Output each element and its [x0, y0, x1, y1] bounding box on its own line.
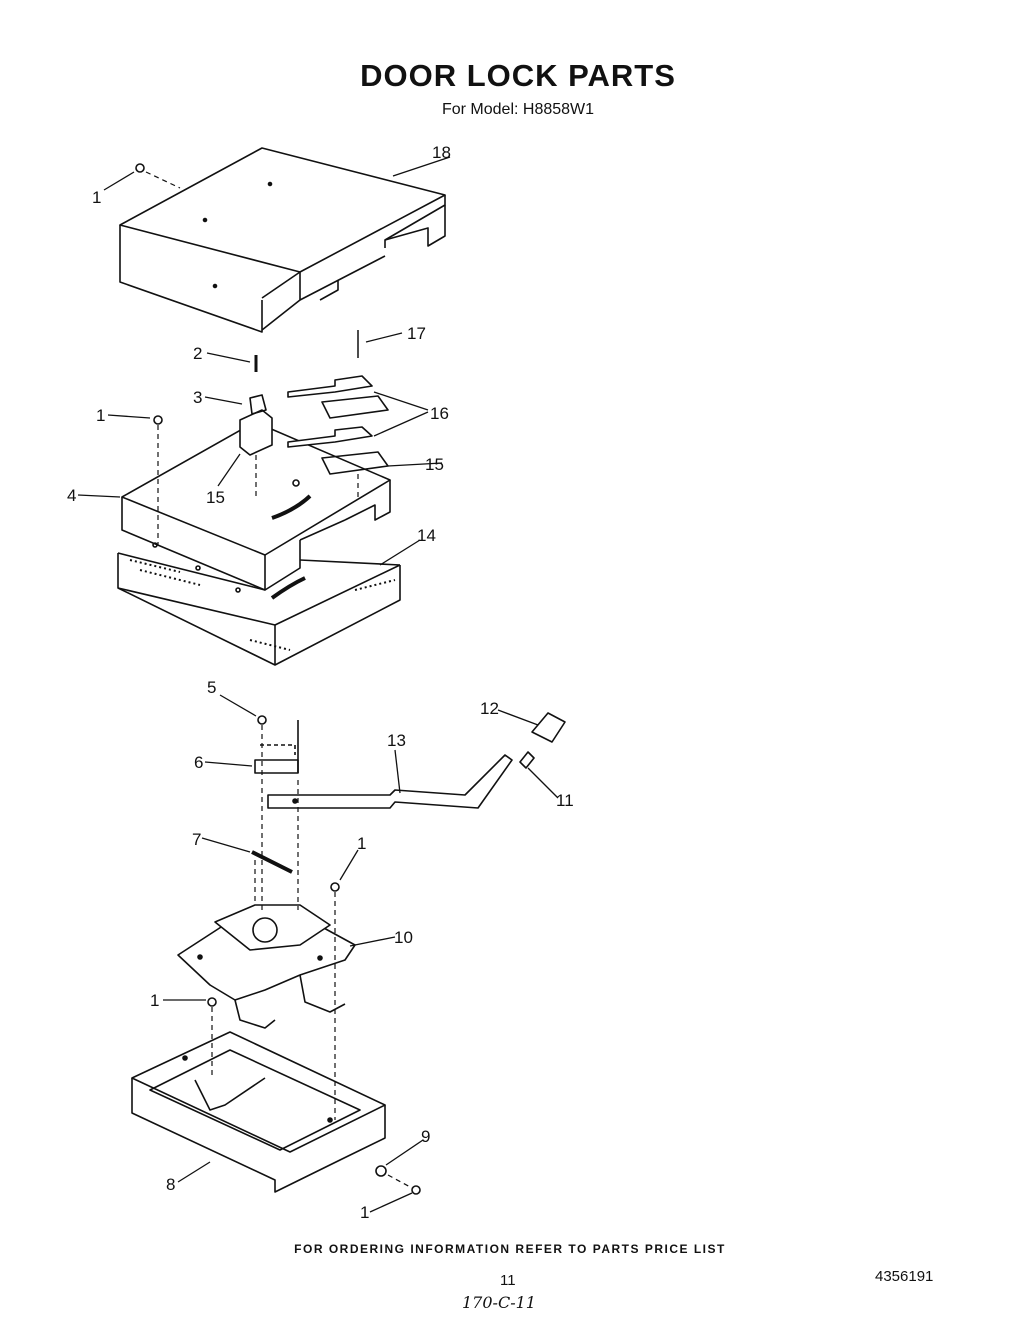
- callout-3: 3: [193, 388, 202, 407]
- callout-6: 6: [194, 753, 203, 772]
- part-3-switch-bracket: [239, 355, 273, 456]
- alignment-lines: [145, 171, 413, 1189]
- fasteners: [135, 163, 421, 1195]
- callout-8: 8: [166, 1175, 175, 1194]
- callout-5: 5: [207, 678, 216, 697]
- callout-1-lower: 1: [150, 991, 159, 1010]
- callout-1-right: 1: [357, 834, 366, 853]
- part-7-pin: [251, 850, 293, 874]
- part-13-lever: [267, 712, 566, 809]
- page-title: DOOR LOCK PARTS: [360, 58, 676, 93]
- part-4-housing: [121, 421, 391, 593]
- callout-9: 9: [421, 1127, 430, 1146]
- callout-18: 18: [432, 143, 451, 162]
- model-subtitle: For Model: H8858W1: [441, 101, 595, 118]
- callout-12: 12: [480, 699, 499, 718]
- callout-13: 13: [387, 731, 406, 750]
- part-8-tray: [131, 1031, 386, 1193]
- document-number: 4356191: [875, 1268, 934, 1285]
- callout-1-mid: 1: [96, 406, 105, 425]
- callout-15-left: 15: [206, 488, 225, 507]
- part-10-lock-assembly: [177, 904, 356, 1029]
- page-number: 11: [500, 1272, 516, 1289]
- callout-17: 17: [407, 324, 426, 343]
- callout-11: 11: [556, 791, 574, 810]
- part-14-insulation: [117, 552, 401, 666]
- part-18-cover: [119, 147, 446, 333]
- callout-1-top: 1: [92, 188, 101, 207]
- callout-16: 16: [430, 404, 449, 423]
- callout-10: 10: [394, 928, 413, 947]
- callout-14: 14: [417, 526, 436, 545]
- part-6-bracket: [254, 720, 299, 774]
- callout-15-right: 15: [425, 455, 444, 474]
- callout-2: 2: [193, 344, 202, 363]
- callout-1-bottom: 1: [360, 1203, 369, 1222]
- ordering-note: FOR ORDERING INFORMATION REFER TO PARTS …: [294, 1242, 726, 1256]
- callout-7: 7: [192, 830, 201, 849]
- handwritten-note: 170-C-11: [462, 1293, 536, 1312]
- leader-lines: [77, 156, 559, 1213]
- callout-4: 4: [67, 486, 76, 505]
- callout-labels: 1 18 17 2 3 1 16 15 15 4 14 5 12 13 6 11…: [67, 143, 574, 1222]
